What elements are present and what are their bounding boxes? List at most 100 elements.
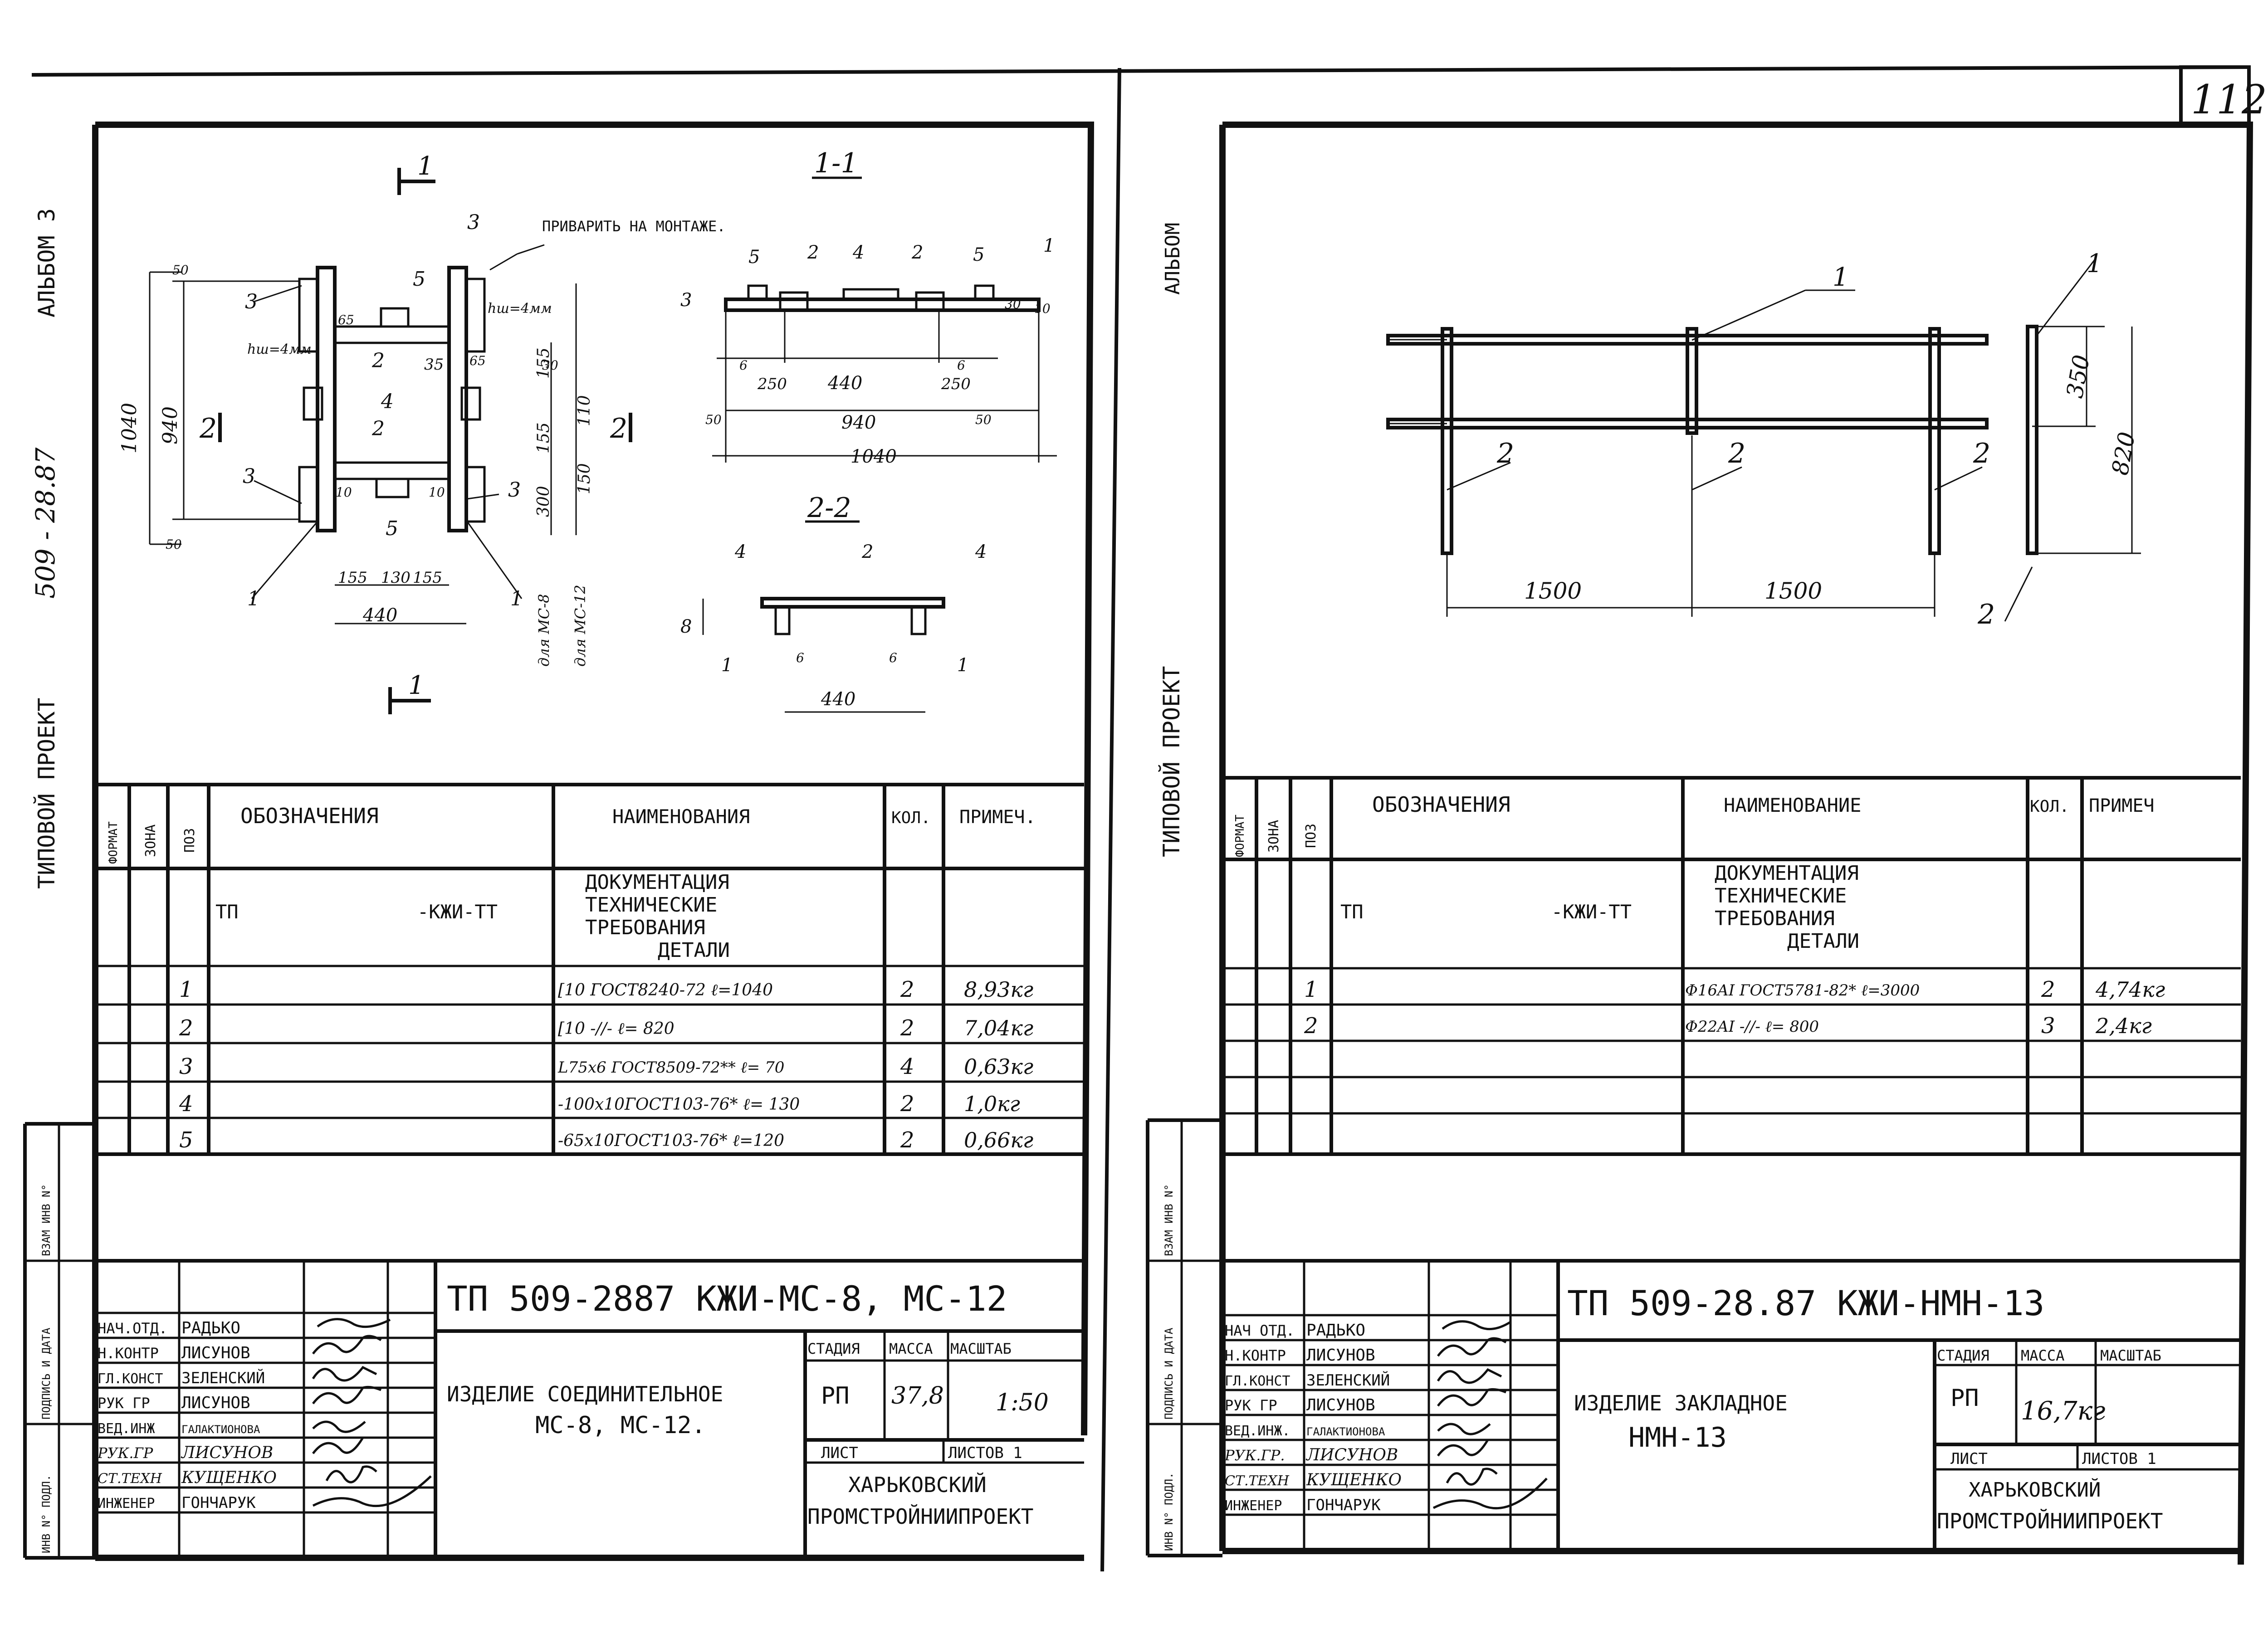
left-row4-note: 1,0кг bbox=[964, 1092, 1020, 1116]
left-row3-name: L75x6 ГОСТ8509-72** ℓ= 70 bbox=[557, 1058, 784, 1077]
right-doc-prefix: ТП bbox=[1340, 901, 1364, 923]
right-product-line-2: НМН-13 bbox=[1628, 1422, 1727, 1454]
s11-dim-6-b: 6 bbox=[957, 358, 965, 373]
section-2-2-title: 2-2 bbox=[807, 492, 851, 524]
pos-2-b: 2 bbox=[371, 417, 385, 440]
s11-dim-250-a: 250 bbox=[757, 375, 787, 393]
left-row2-qty: 2 bbox=[900, 1015, 914, 1041]
right-person-8: ГОНЧАРУК bbox=[1306, 1496, 1381, 1514]
left-sheet: АЛЬБОМ 3 509 - 28.87 ТИПОВОЙ ПРОЕКТ ИНВ … bbox=[23, 122, 1095, 1561]
left-person-6: ЛИСУНОВ bbox=[181, 1444, 273, 1462]
left-h-format: ФОРМАТ bbox=[107, 821, 120, 864]
left-h-note: ПРИМЕЧ. bbox=[959, 807, 1036, 828]
right-row2-name: Φ22AI -//- ℓ= 800 bbox=[1685, 1018, 1819, 1036]
right-role-4: РУК ГР bbox=[1225, 1397, 1277, 1414]
s11-dim-30: 30 bbox=[1005, 297, 1021, 312]
right-stamp-inv: ИНВ N° ПОДЛ. bbox=[1163, 1473, 1175, 1551]
right-doc-line-3: ТРЕБОВАНИЯ bbox=[1715, 907, 1835, 930]
table-row: 4 -100x10ГОСТ103-76* ℓ= 130 2 1,0кг bbox=[179, 1091, 1020, 1117]
left-stage-header: СТАДИЯ bbox=[807, 1340, 860, 1357]
right-mass-value: 16,7кг bbox=[2021, 1396, 2105, 1426]
left-row1-note: 8,93кг bbox=[964, 977, 1033, 1002]
left-row5-pos: 5 bbox=[179, 1127, 193, 1153]
dim-300: 300 bbox=[534, 486, 553, 517]
page-number: 112 bbox=[2191, 76, 2267, 123]
left-row2-name: [10 -//- ℓ= 820 bbox=[558, 1019, 675, 1038]
left-row1-qty: 2 bbox=[900, 977, 914, 1002]
s11-pos-5-a: 5 bbox=[748, 247, 760, 268]
left-role-2: Н.КОНТР bbox=[98, 1345, 159, 1362]
dim-940: 940 bbox=[159, 406, 182, 444]
table-row: 2 [10 -//- ℓ= 820 2 7,04кг bbox=[179, 1015, 1033, 1041]
left-doc-line-1: ДОКУМЕНТАЦИЯ bbox=[585, 871, 729, 894]
right-h-pos: ПОЗ bbox=[1303, 824, 1319, 848]
left-role-5: ВЕД.ИНЖ bbox=[98, 1421, 155, 1437]
sheet-frame: 1 1 2 bbox=[31, 65, 2267, 1572]
section-2-2: 2-2 4 2 4 1 1 8 440 6 6 bbox=[680, 492, 987, 713]
weld-note-a: hш=4мм bbox=[247, 341, 312, 357]
left-person-8: ГОНЧАРУК bbox=[181, 1494, 256, 1512]
dim-150: 150 bbox=[575, 463, 594, 494]
left-album-label: АЛЬБОМ 3 bbox=[34, 208, 60, 317]
left-sheets-label: ЛИСТОВ 1 bbox=[948, 1444, 1022, 1462]
pos-5-b: 5 bbox=[386, 517, 398, 540]
right-person-6: ЛИСУНОВ bbox=[1305, 1446, 1398, 1464]
right-doc-line-4: ДЕТАЛИ bbox=[1787, 930, 1859, 953]
right-row1-qty: 2 bbox=[2041, 977, 2055, 1002]
dim-130: 130 bbox=[381, 569, 411, 587]
dim-65-b: 65 bbox=[469, 353, 486, 368]
right-row1-pos: 1 bbox=[1304, 977, 1318, 1002]
table-row: 1 Φ16AI ГОСТ5781-82* ℓ=3000 2 4,74кг bbox=[1304, 977, 2165, 1002]
dim-35: 35 bbox=[424, 356, 444, 374]
left-doc-code: -КЖИ-ТТ bbox=[417, 901, 498, 923]
right-mass-header: МАССА bbox=[2021, 1347, 2064, 1364]
right-stage-value: РП bbox=[1950, 1385, 1979, 1412]
right-person-1: РАДЬКО bbox=[1306, 1321, 1365, 1340]
section-1-1: 1-1 5 2 4 2 5 1 3 250 440 250 940 bbox=[680, 147, 1057, 467]
right-sheets-label: ЛИСТОВ 1 bbox=[2082, 1450, 2156, 1468]
s11-pos-2-b: 2 bbox=[911, 242, 923, 263]
table-row: 2 Φ22AI -//- ℓ= 800 3 2,4кг bbox=[1304, 1013, 2152, 1039]
right-album-label: АЛЬБОМ bbox=[1161, 223, 1184, 295]
right-role-2: Н.КОНТР bbox=[1225, 1347, 1286, 1364]
left-product-line-2: МС-8, МС-12. bbox=[535, 1412, 706, 1439]
nmn-drawing: 1 1 2 2 2 2 350 820 1500 1500 bbox=[1386, 249, 2141, 630]
right-row2-note: 2,4кг bbox=[2095, 1014, 2152, 1038]
left-row1-name: [10 ГОСТ8240-72 ℓ=1040 bbox=[558, 981, 773, 1000]
right-row2-qty: 3 bbox=[2041, 1013, 2055, 1039]
s11-dim-6-a: 6 bbox=[739, 358, 748, 373]
left-person-5: ГАЛАКТИОНОВА bbox=[181, 1423, 260, 1436]
left-title-block: ТП 509-2887 КЖИ-МС-8, МС-12 ИЗДЕЛИЕ СОЕД… bbox=[95, 1259, 1084, 1558]
right-spec-table: ФОРМАТ ЗОНА ПОЗ ОБОЗНАЧЕНИЯ НАИМЕНОВАНИЕ… bbox=[1222, 776, 2241, 1156]
pos-3-top: 3 bbox=[467, 211, 480, 234]
s11-dim-440: 440 bbox=[827, 373, 862, 394]
pos-5-a: 5 bbox=[413, 268, 425, 291]
left-role-1: НАЧ.ОТД. bbox=[98, 1320, 167, 1337]
s22-pos-1-b: 1 bbox=[957, 655, 968, 676]
right-sheet-label: ЛИСТ bbox=[1950, 1450, 1988, 1468]
s11-pos-1: 1 bbox=[1043, 235, 1055, 256]
right-stage-header: СТАДИЯ bbox=[1937, 1347, 1989, 1364]
left-title-designation: ТП 509-2887 КЖИ-МС-8, МС-12 bbox=[447, 1278, 1007, 1319]
right-h-designation: ОБОЗНАЧЕНИЯ bbox=[1372, 792, 1510, 817]
nmn-dim-350: 350 bbox=[2062, 353, 2095, 400]
left-sheet-label: ЛИСТ bbox=[821, 1444, 858, 1462]
right-role-8: ИНЖЕНЕР bbox=[1225, 1498, 1282, 1514]
section-mark-2-left: 2 bbox=[199, 413, 217, 444]
section-mark-1-bottom: 1 bbox=[408, 671, 425, 700]
dim-440-a: 440 bbox=[362, 605, 397, 626]
nmn-pos-2-d: 2 bbox=[1977, 599, 1995, 630]
dim-50-bot: 50 bbox=[166, 537, 182, 552]
left-row4-qty: 2 bbox=[900, 1091, 914, 1117]
s11-pos-5-b: 5 bbox=[973, 244, 984, 265]
dim-30: 30 bbox=[542, 358, 558, 373]
right-h-format: ФОРМАТ bbox=[1233, 815, 1247, 857]
left-row3-qty: 4 bbox=[900, 1054, 914, 1079]
s11-pos-3: 3 bbox=[680, 290, 692, 311]
left-doc-line-2: ТЕХНИЧЕСКИЕ bbox=[585, 893, 717, 917]
table-row: 5 -65x10ГОСТ103-76* ℓ=120 2 0,66кг bbox=[179, 1127, 1033, 1153]
right-row2-pos: 2 bbox=[1304, 1013, 1318, 1039]
left-role-3: ГЛ.КОНСТ bbox=[98, 1371, 163, 1387]
nmn-dim-1500-a: 1500 bbox=[1524, 578, 1582, 604]
weld-on-site-note: ПРИВАРИТЬ НА МОНТАЖЕ. bbox=[542, 218, 726, 235]
